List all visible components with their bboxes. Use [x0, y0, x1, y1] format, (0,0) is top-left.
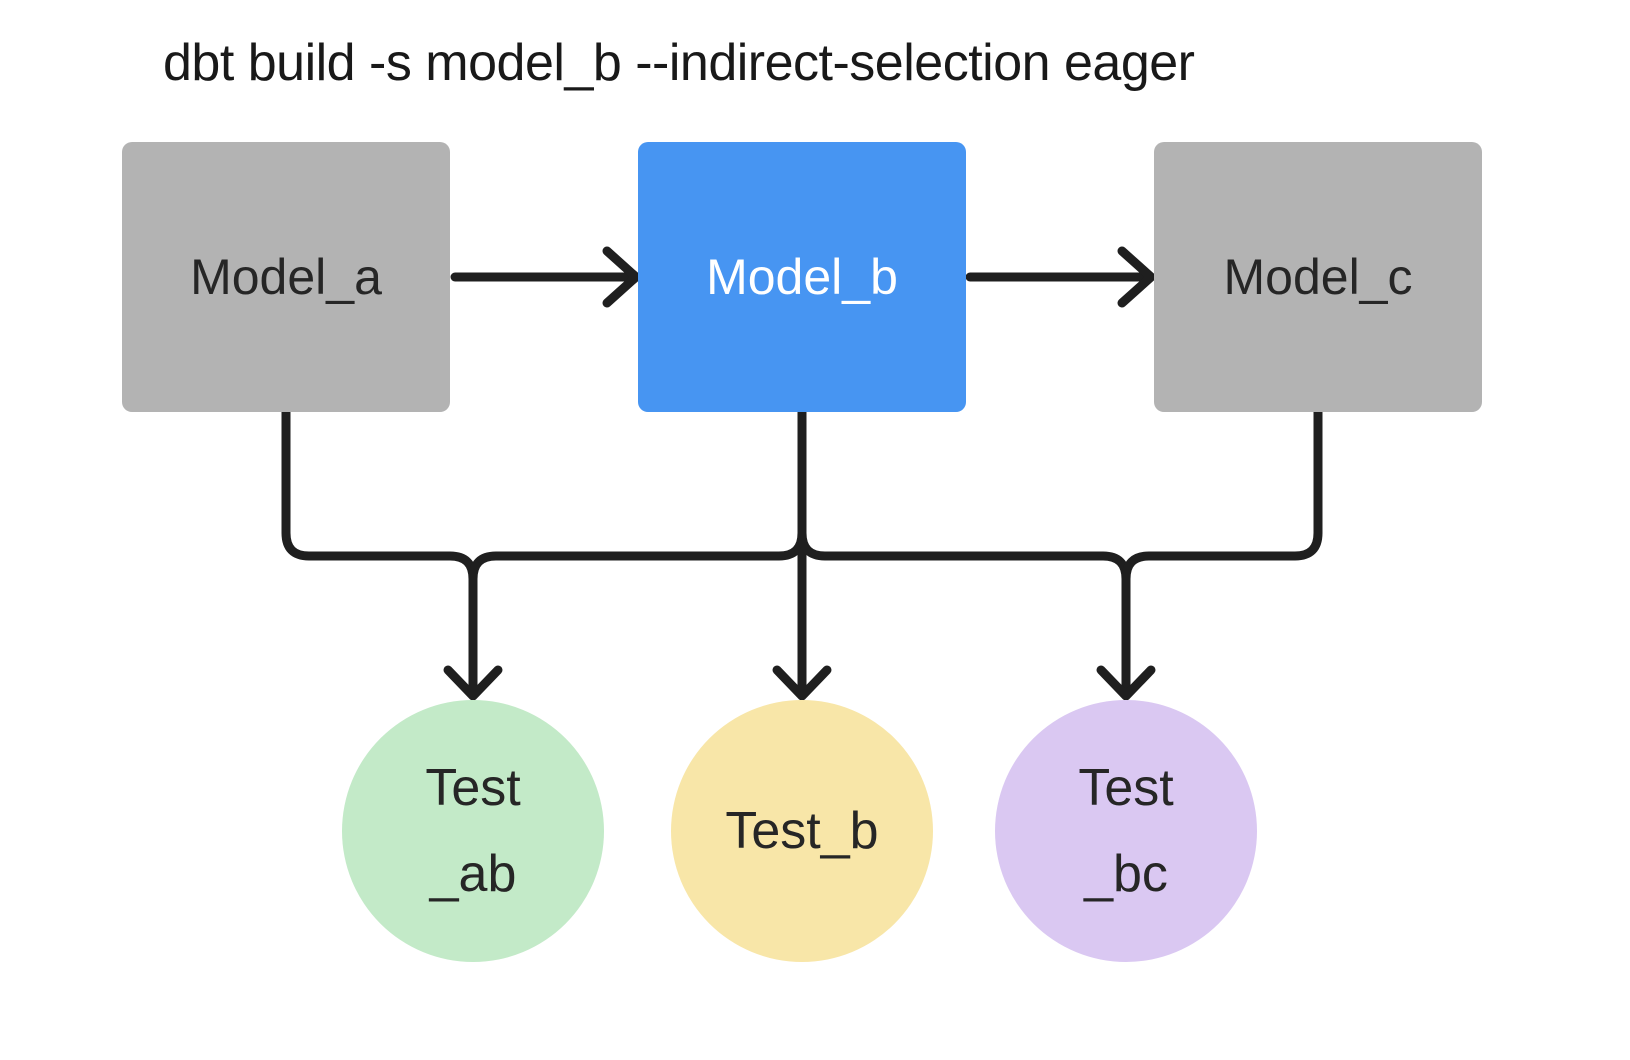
- node-test-bc-label-line2: _bc: [1084, 845, 1168, 903]
- node-model-c: Model_c: [1154, 142, 1482, 412]
- node-model-c-label: Model_c: [1223, 249, 1413, 305]
- edge-model-b-to-test-bc: [797, 407, 1131, 698]
- node-model-a-label: Model_a: [190, 249, 382, 305]
- node-test-b-label: Test_b: [725, 802, 879, 860]
- node-test-bc: Test _bc: [995, 700, 1257, 962]
- arrowhead-test-b-icon: [772, 665, 832, 701]
- edge-model-a-to-test-ab: [281, 407, 478, 698]
- node-model-b-label: Model_b: [706, 249, 898, 305]
- node-test-ab-label-line2: _ab: [429, 845, 517, 903]
- node-test-bc-label-line1: Test: [1078, 759, 1174, 817]
- arrowhead-model-c-icon: [1117, 246, 1156, 308]
- node-test-b: Test_b: [671, 700, 933, 962]
- command-title: dbt build -s model_b --indirect-selectio…: [163, 34, 1195, 92]
- node-test-ab: Test _ab: [342, 700, 604, 962]
- edge-model-b-to-test-ab: [468, 407, 807, 698]
- arrowhead-test-ab-icon: [443, 665, 503, 701]
- node-model-b: Model_b: [638, 142, 966, 412]
- node-test-ab-label-line1: Test: [425, 759, 521, 817]
- edge-model-c-to-test-bc: [1121, 407, 1323, 698]
- arrowhead-test-bc-icon: [1096, 665, 1156, 701]
- arrowhead-model-b-icon: [602, 246, 641, 308]
- node-model-a: Model_a: [122, 142, 450, 412]
